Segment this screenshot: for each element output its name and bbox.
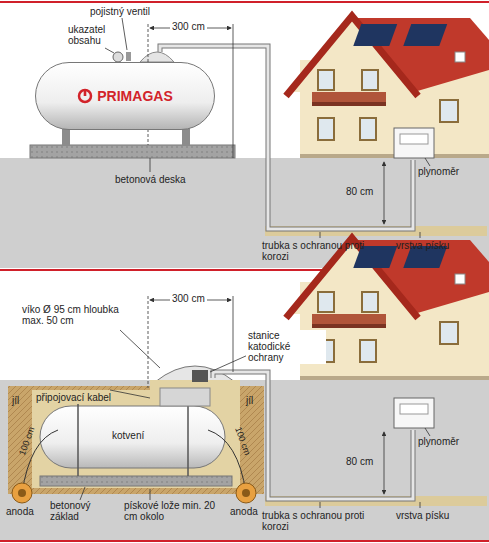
drawing-path (78, 404, 188, 476)
part-label: kotvení (112, 430, 144, 441)
drawing-circle (242, 489, 250, 497)
part-label: betonový základ (50, 500, 116, 522)
drawing-rect (126, 52, 131, 61)
dimension-label: 80 cm (346, 456, 373, 467)
drawing-rect (394, 398, 434, 428)
drawing-line (425, 158, 430, 166)
drawing-rect (160, 388, 210, 406)
drawing-rect (394, 128, 434, 158)
drawing-rect (0, 380, 489, 540)
drawing-line (320, 502, 321, 508)
part-label: ukazatel obsahu (66, 24, 116, 46)
dimension-label: 300 cm (170, 293, 207, 304)
drawing-line (210, 355, 248, 372)
drawing-line (384, 432, 385, 494)
material-label: jíl (12, 395, 19, 406)
drawing-line (150, 489, 151, 500)
drawing-line (233, 24, 234, 158)
drawing-circle (113, 52, 123, 62)
drawing-line (420, 502, 421, 508)
part-label: plynoměr (418, 166, 459, 177)
part-label: připojovací kabel (36, 392, 111, 403)
tank-body: PRIMAGAS (35, 62, 215, 130)
dimension-label: 300 cm (170, 21, 207, 32)
logo-bar (84, 89, 87, 96)
drawing-line (233, 296, 234, 372)
drawing-rect (0, 540, 489, 542)
drawing-line (150, 158, 151, 172)
drawing-rect (30, 145, 235, 158)
drawing-line (320, 232, 321, 238)
drawing-line (384, 162, 385, 224)
drawing-rect (182, 128, 190, 146)
logo-icon (77, 88, 93, 104)
drawing-line (420, 232, 421, 238)
dimension-label: 80 cm (346, 186, 373, 197)
drawing-circle (236, 483, 256, 503)
drawing-path (140, 52, 174, 62)
drawing-rect (192, 370, 208, 382)
drawing-rect (40, 476, 232, 486)
drawing-path (213, 372, 413, 499)
drawing-line (105, 48, 114, 53)
material-label: jíl (246, 395, 253, 406)
drawing-rect (0, 1, 489, 3)
drawing-path (213, 372, 413, 499)
drawing-use (286, 16, 489, 158)
logo-ring (79, 90, 91, 102)
part-label: trubka s ochranou proti korozi (262, 510, 380, 532)
part-label: pojistný ventil (88, 6, 152, 17)
drawing-circle (18, 489, 26, 497)
part-label: stanice katodické ochrany (246, 330, 326, 364)
drawing-line (425, 428, 430, 436)
drawing-circle (12, 483, 32, 503)
drawing-rect (8, 386, 264, 494)
part-label: vrstva písku (396, 510, 449, 521)
brand-name: PRIMAGAS (97, 88, 172, 104)
drawing-rect (62, 128, 70, 146)
part-label: anoda (6, 506, 34, 517)
part-label: trubka s ochranou proti korozi (262, 240, 380, 262)
drawing-path (22, 430, 246, 493)
part-label: betonová deska (115, 174, 186, 185)
part-label: vrstva písku (396, 240, 449, 251)
drawing-rect (400, 404, 428, 414)
part-label: víko Ø 95 cm hloubka max. 50 cm (20, 304, 136, 326)
part-label: anoda (230, 506, 258, 517)
drawing-line (122, 18, 127, 50)
drawing-rect (400, 134, 428, 144)
drawing-line (110, 390, 150, 398)
part-label: pískové lože min. 20 cm okolo (124, 500, 228, 522)
drawing-rect (40, 406, 225, 468)
part-label: plynoměr (418, 436, 459, 447)
drawing-line (80, 487, 85, 500)
drawing-line (120, 330, 160, 368)
drawing-line (148, 296, 149, 388)
